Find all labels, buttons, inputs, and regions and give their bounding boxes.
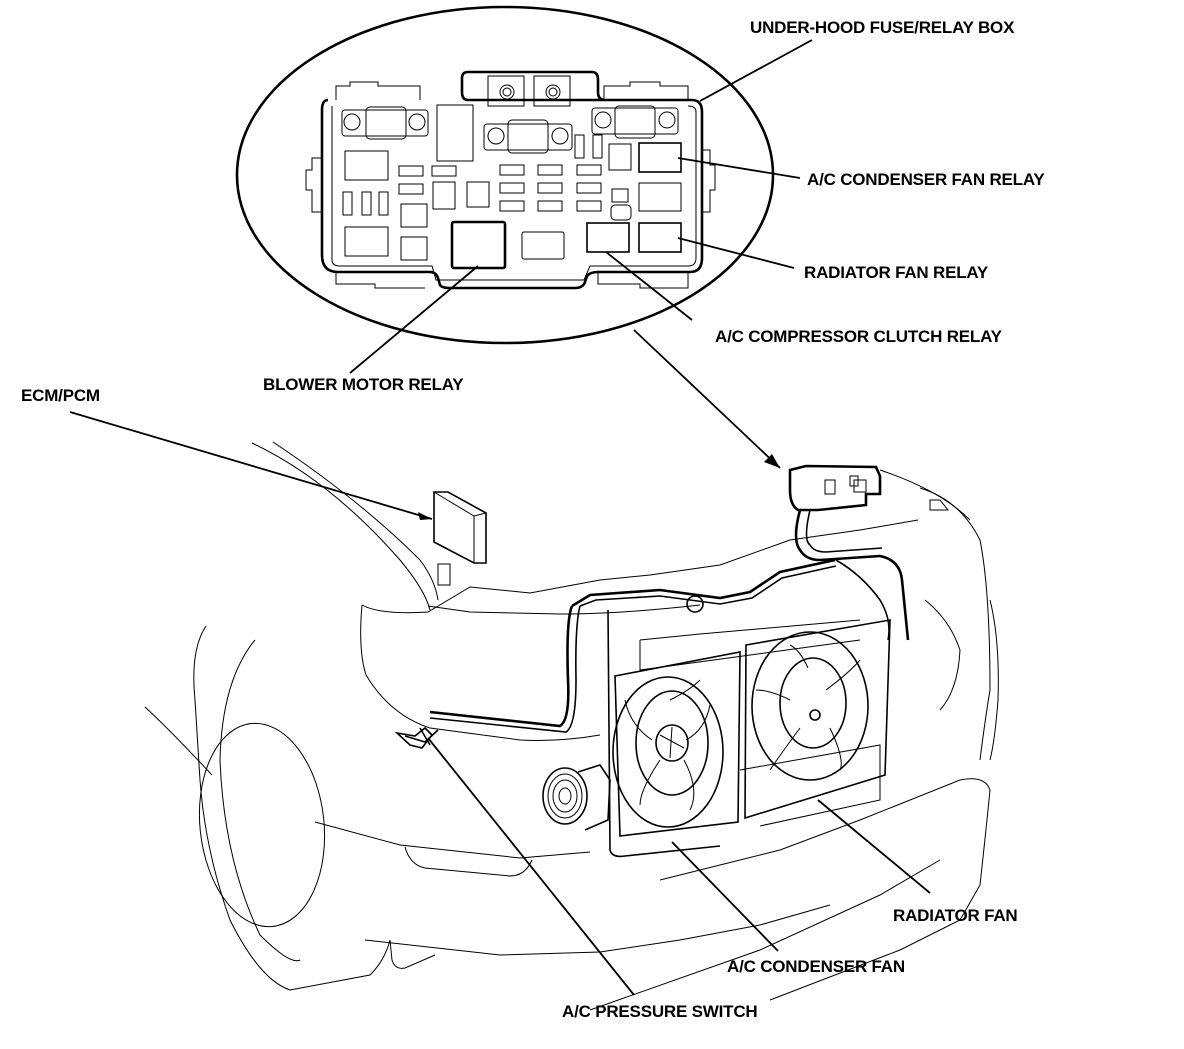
label-blower-motor-relay: BLOWER MOTOR RELAY [263, 375, 464, 394]
label-radiator-fan-relay: RADIATOR FAN RELAY [804, 263, 989, 282]
label-ac-compressor-clutch-relay: A/C COMPRESSOR CLUTCH RELAY [715, 327, 1002, 346]
label-ac-condenser-fan-relay: A/C CONDENSER FAN RELAY [807, 170, 1045, 189]
leader-lines [69, 39, 931, 996]
label-under-hood-fuse-relay-box: UNDER-HOOD FUSE/RELAY BOX [750, 18, 1015, 37]
fuse-box-detail [235, 5, 775, 345]
radiator-fan [744, 619, 891, 820]
label-radiator-fan: RADIATOR FAN [893, 906, 1018, 925]
vehicle-front [144, 441, 999, 1011]
ecm-pcm-module [433, 491, 487, 586]
ac-condenser-fan-relay-box [638, 142, 682, 173]
label-ac-pressure-switch: A/C PRESSURE SWITCH [562, 1002, 758, 1021]
blower-motor-relay-box [450, 220, 507, 270]
under-hood-fuse-box [788, 464, 882, 512]
ac-compressor-clutch-relay-box [586, 222, 630, 253]
ac-pressure-switch [394, 726, 434, 749]
label-ecm-pcm: ECM/PCM [21, 386, 100, 405]
fuse-box-outline [320, 70, 704, 290]
radiator-fan-relay-box [638, 222, 682, 253]
detail-ellipse [235, 5, 775, 345]
ac-condenser-fan [612, 651, 741, 837]
ac-compressor [542, 764, 611, 831]
label-ac-condenser-fan: A/C CONDENSER FAN [727, 957, 905, 976]
